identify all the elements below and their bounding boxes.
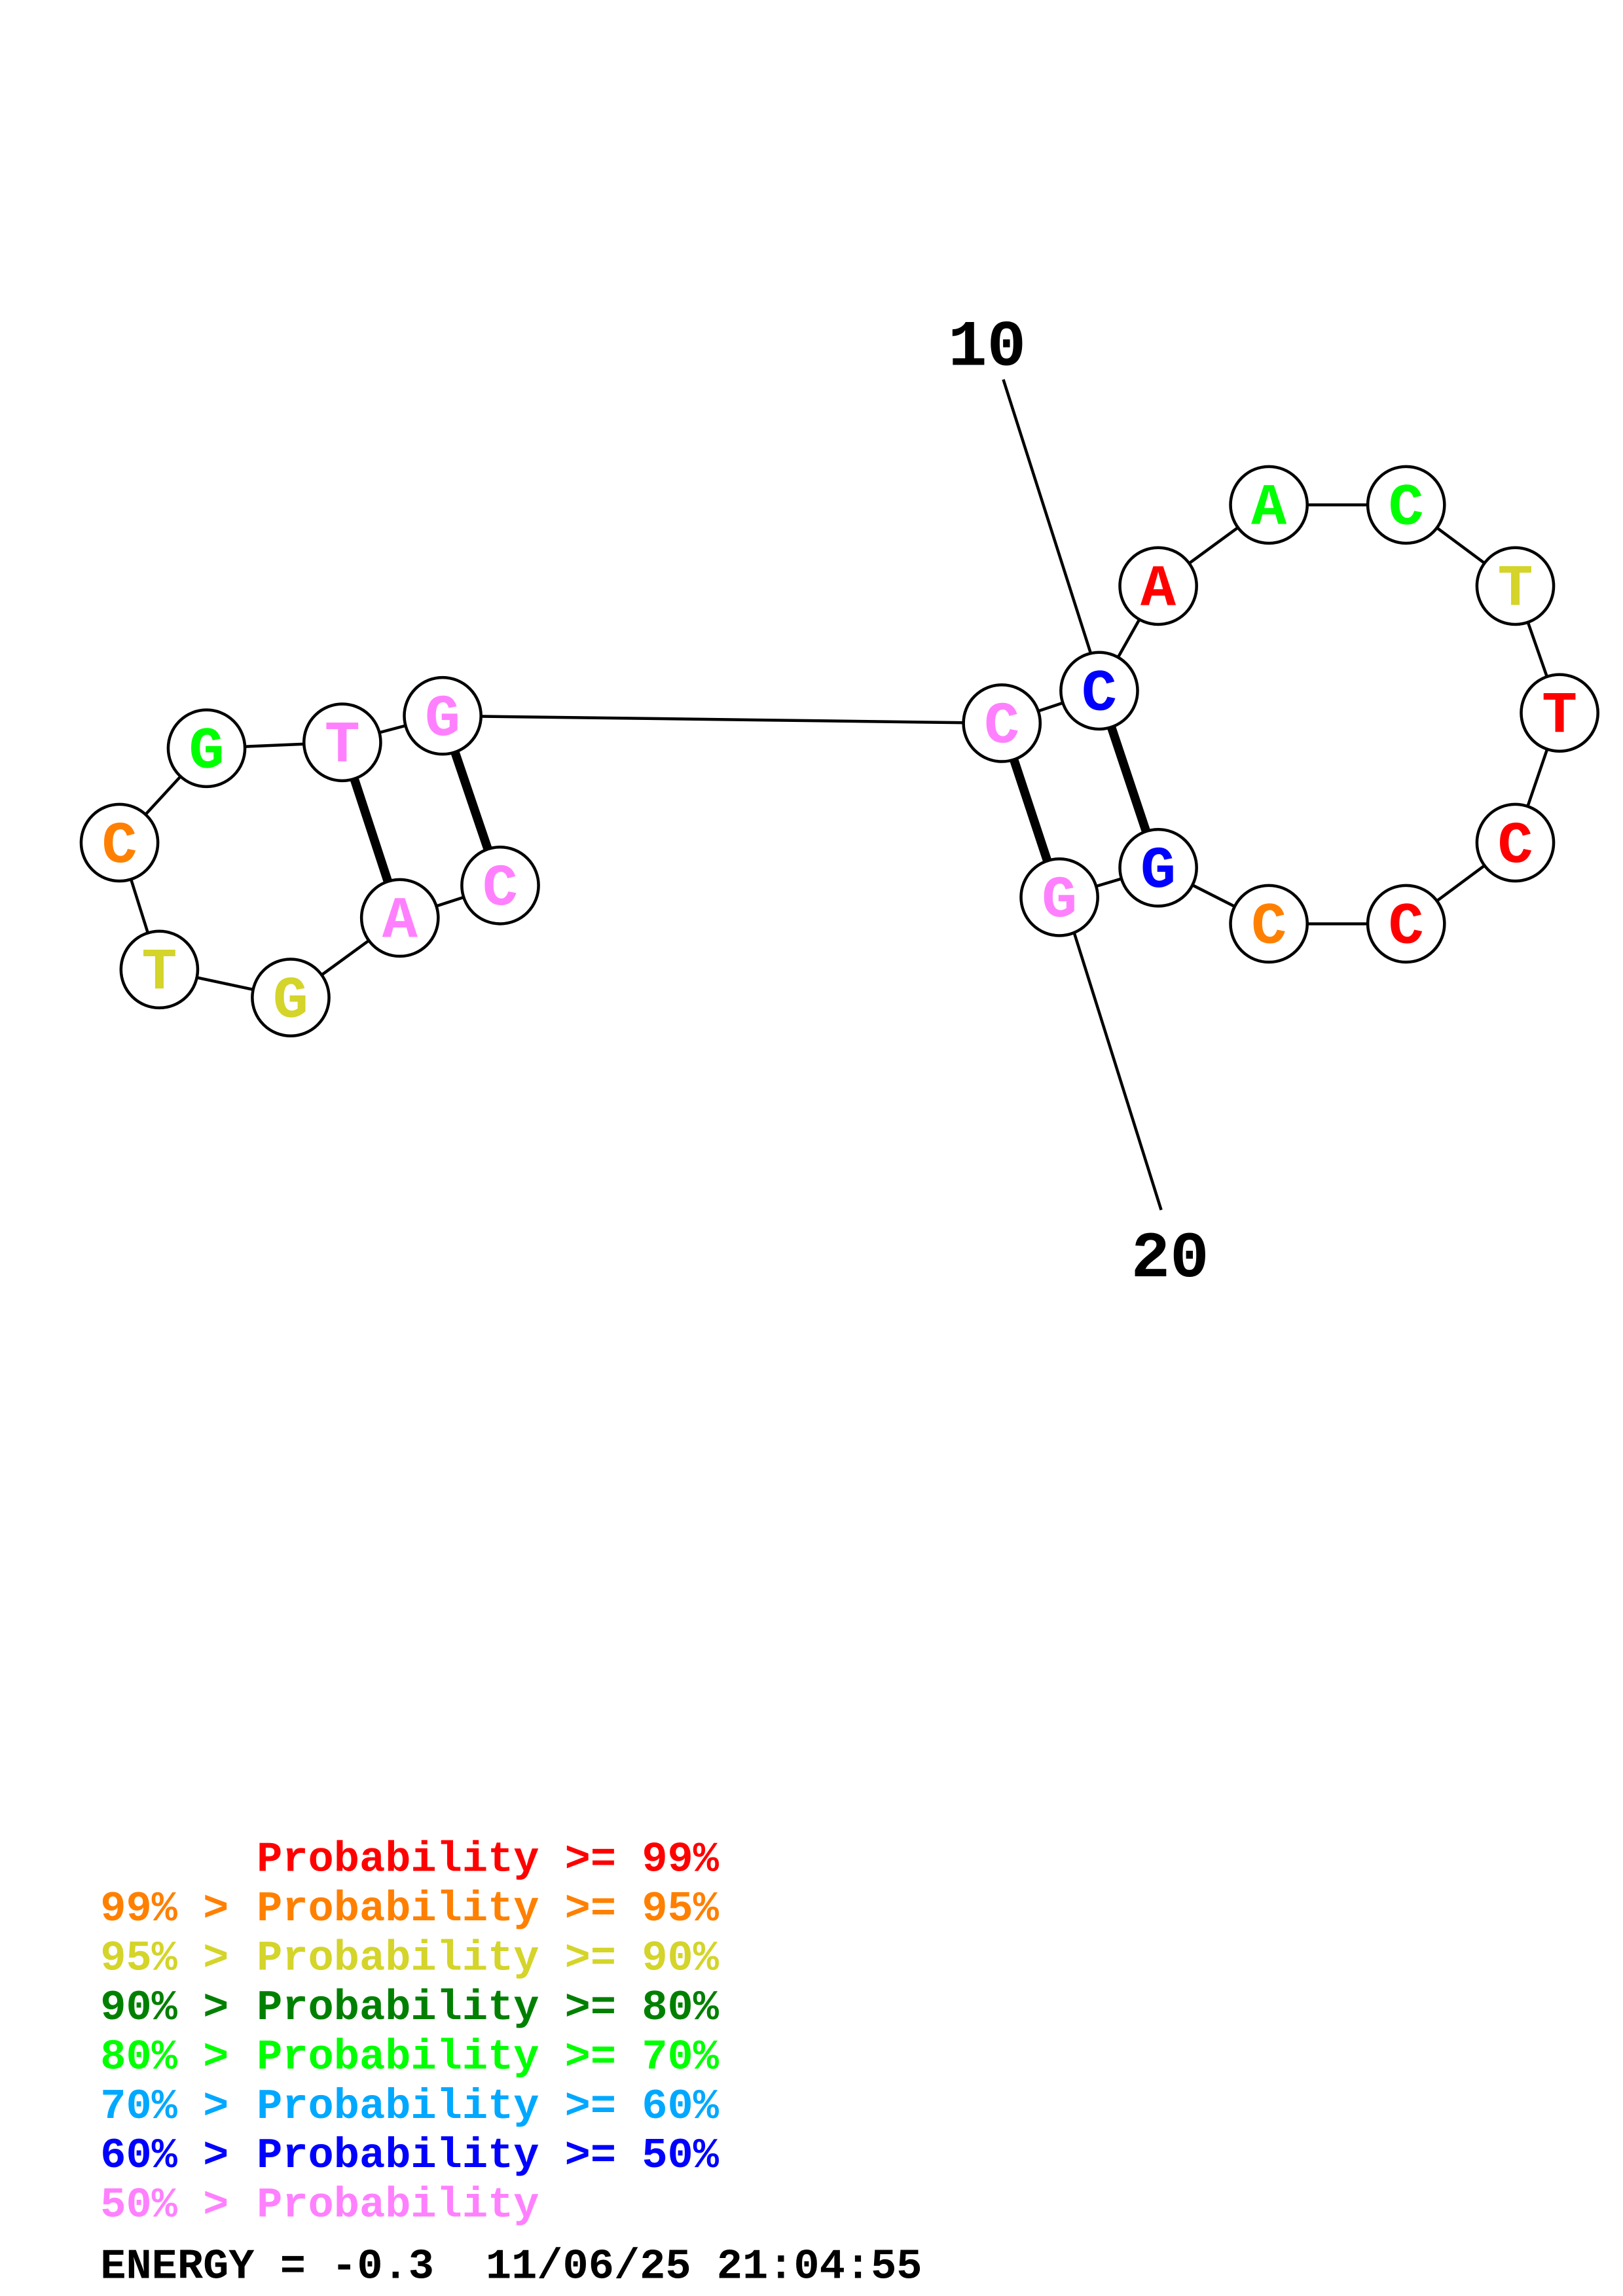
nucleotide-8: G [403, 675, 483, 756]
nucleotide-letter: T [141, 941, 177, 1007]
nucleotide-9: C [962, 683, 1042, 763]
nucleotide-10: C [1059, 651, 1139, 731]
nucleotide-circle [1118, 546, 1198, 626]
nucleotide-letter: G [189, 719, 224, 786]
energy-value: ENERGY = -0.3 [100, 2242, 434, 2291]
nucleotide-circle [1019, 857, 1099, 937]
legend-entry: Probability >= 80% [257, 1984, 720, 2032]
nucleotide-circle [1229, 884, 1309, 964]
nucleotide-3: G [251, 958, 331, 1037]
nucleotide-letter: C [483, 856, 518, 923]
nucleotide-circle [1520, 673, 1599, 753]
nucleotide-13: C [1366, 465, 1446, 545]
nucleotide-20: G [1019, 857, 1099, 937]
nucleotide-5: C [79, 802, 160, 883]
nucleotide-letter: A [1140, 557, 1176, 624]
legend-entry: Probability >= 90% [257, 1934, 720, 1982]
legend-prefix: 90% > [100, 1984, 228, 2032]
nucleotide-circle [1366, 465, 1446, 545]
legend-entry: Probability >= 99% [257, 1835, 720, 1884]
nucleotide-circle [460, 846, 540, 925]
nucleotide-circle [1118, 827, 1198, 908]
legend-entry: Probability >= 60% [257, 2083, 720, 2131]
nucleotide-letter: G [273, 968, 308, 1035]
nucleotide-letter: G [1042, 868, 1077, 935]
nucleotide-circle [359, 878, 440, 958]
legend-prefix: 99% > [100, 1885, 228, 1933]
nucleotide-circle [79, 802, 160, 883]
legend-prefix: 60% > [100, 2132, 228, 2180]
position-labels: 10 20 [948, 310, 1209, 1296]
nucleotide-letter: T [1497, 557, 1533, 624]
nucleotide-circle [302, 702, 382, 783]
nucleotide-1: C [460, 846, 540, 925]
nucleotide-11: A [1118, 546, 1198, 626]
nucleotide-circle [962, 683, 1042, 763]
nucleotide-letter: C [1082, 662, 1117, 728]
nucleotide-letter: T [1542, 683, 1577, 750]
nucleotide-letter: T [325, 713, 360, 780]
nucleotide-4: T [119, 929, 200, 1010]
legend-prefix: 80% > [100, 2033, 228, 2081]
nucleotide-2: A [359, 878, 440, 958]
nucleotide-16: C [1475, 802, 1556, 883]
nucleotide-circle [1475, 546, 1556, 626]
nucleotide-circle [403, 675, 483, 756]
nucleotide-circle [1475, 802, 1556, 883]
nucleotide-letter: A [382, 889, 418, 956]
position-label-line [1002, 379, 1093, 658]
legend-entry: Probability >= 95% [257, 1885, 720, 1933]
nucleotide-7: T [302, 702, 382, 783]
nucleotide-letter: C [984, 694, 1019, 761]
nucleotide-17: C [1366, 884, 1446, 964]
nucleotide-circle [1366, 884, 1446, 964]
nucleotide-circle [119, 929, 200, 1010]
nucleotide-letter: C [1389, 476, 1424, 543]
nucleotide-letter: C [1251, 895, 1286, 961]
nucleotide-letter: G [1140, 838, 1176, 905]
position-label: 10 [948, 310, 1026, 384]
legend-entry: Probability >= 50% [257, 2132, 720, 2180]
nucleotide-letter: C [1497, 814, 1533, 880]
nucleotide-6: G [166, 708, 247, 789]
nucleotide-circle [166, 708, 247, 789]
nucleotide-19: G [1118, 827, 1198, 908]
legend-entry: Probability [257, 2181, 539, 2230]
nucleotide-letter: A [1251, 476, 1287, 543]
nucleotide-circle [1059, 651, 1139, 731]
nucleotide-letter: G [425, 687, 460, 753]
backbone-bond [443, 714, 1002, 725]
position-label-line [1072, 932, 1163, 1211]
legend-prefix: 95% > [100, 1934, 228, 1982]
nucleotide-14: T [1475, 546, 1556, 626]
nucleotide-circle [1229, 465, 1309, 545]
nucleotide-15: T [1520, 673, 1599, 753]
energy-footer: ENERGY = -0.3 11/06/25 21:04:55 [100, 2242, 922, 2291]
legend-entry: Probability >= 70% [257, 2033, 720, 2081]
legend-prefix: 70% > [100, 2083, 228, 2131]
nucleotide-18: C [1229, 884, 1309, 964]
nucleotide-circle [251, 958, 331, 1037]
legend-prefix: 50% > [100, 2181, 228, 2230]
nucleotide-12: A [1229, 465, 1309, 545]
timestamp: 11/06/25 21:04:55 [486, 2242, 922, 2291]
probability-legend: Probability >= 99% 99% > Probability >= 9… [100, 1835, 720, 2229]
position-label: 20 [1131, 1222, 1209, 1296]
nucleotide-letter: C [1389, 895, 1424, 961]
nucleotide-letter: C [101, 814, 137, 880]
